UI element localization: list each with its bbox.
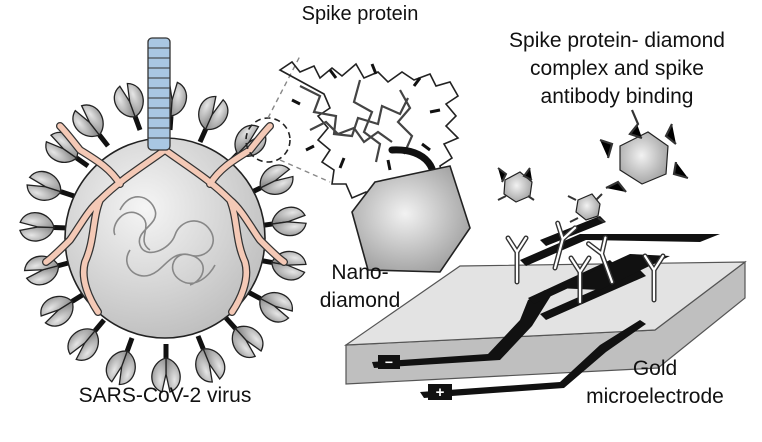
gold-microelectrode: − + — [343, 216, 747, 401]
label-complex-binding-line3: antibody binding — [540, 85, 694, 108]
electrode-positive-pad — [428, 384, 452, 400]
label-gold-line2: microelectrode — [586, 385, 724, 408]
trachea — [147, 37, 171, 151]
label-gold-line1: Gold — [632, 357, 678, 380]
complex-small-mid — [567, 193, 605, 223]
spike-protein-structure — [278, 60, 460, 206]
negative-terminal-symbol: − — [385, 354, 393, 370]
positive-terminal-symbol: + — [436, 384, 445, 401]
label-nanodiamond-line2: diamond — [319, 289, 401, 312]
lung-bronchi — [42, 122, 288, 316]
electrode-negative-pad — [378, 355, 400, 369]
label-complex-binding-line2: complex and spike — [530, 57, 704, 80]
virus-rna-coil — [113, 196, 216, 286]
sars-cov-2-virus-illustration — [20, 37, 331, 392]
label-spike-protein: Spike protein — [301, 3, 419, 25]
label-complex-binding-line1: Spike protein- diamond — [509, 29, 725, 52]
protein-diamond-complexes — [497, 109, 689, 223]
label-nanodiamond-line1: Nano- — [331, 261, 389, 284]
electrode-traces — [372, 216, 720, 398]
label-virus: SARS-CoV-2 virus — [78, 384, 252, 407]
nanodiamond — [351, 165, 471, 273]
complex-large-right — [599, 109, 689, 193]
complex-small-left — [497, 167, 535, 203]
